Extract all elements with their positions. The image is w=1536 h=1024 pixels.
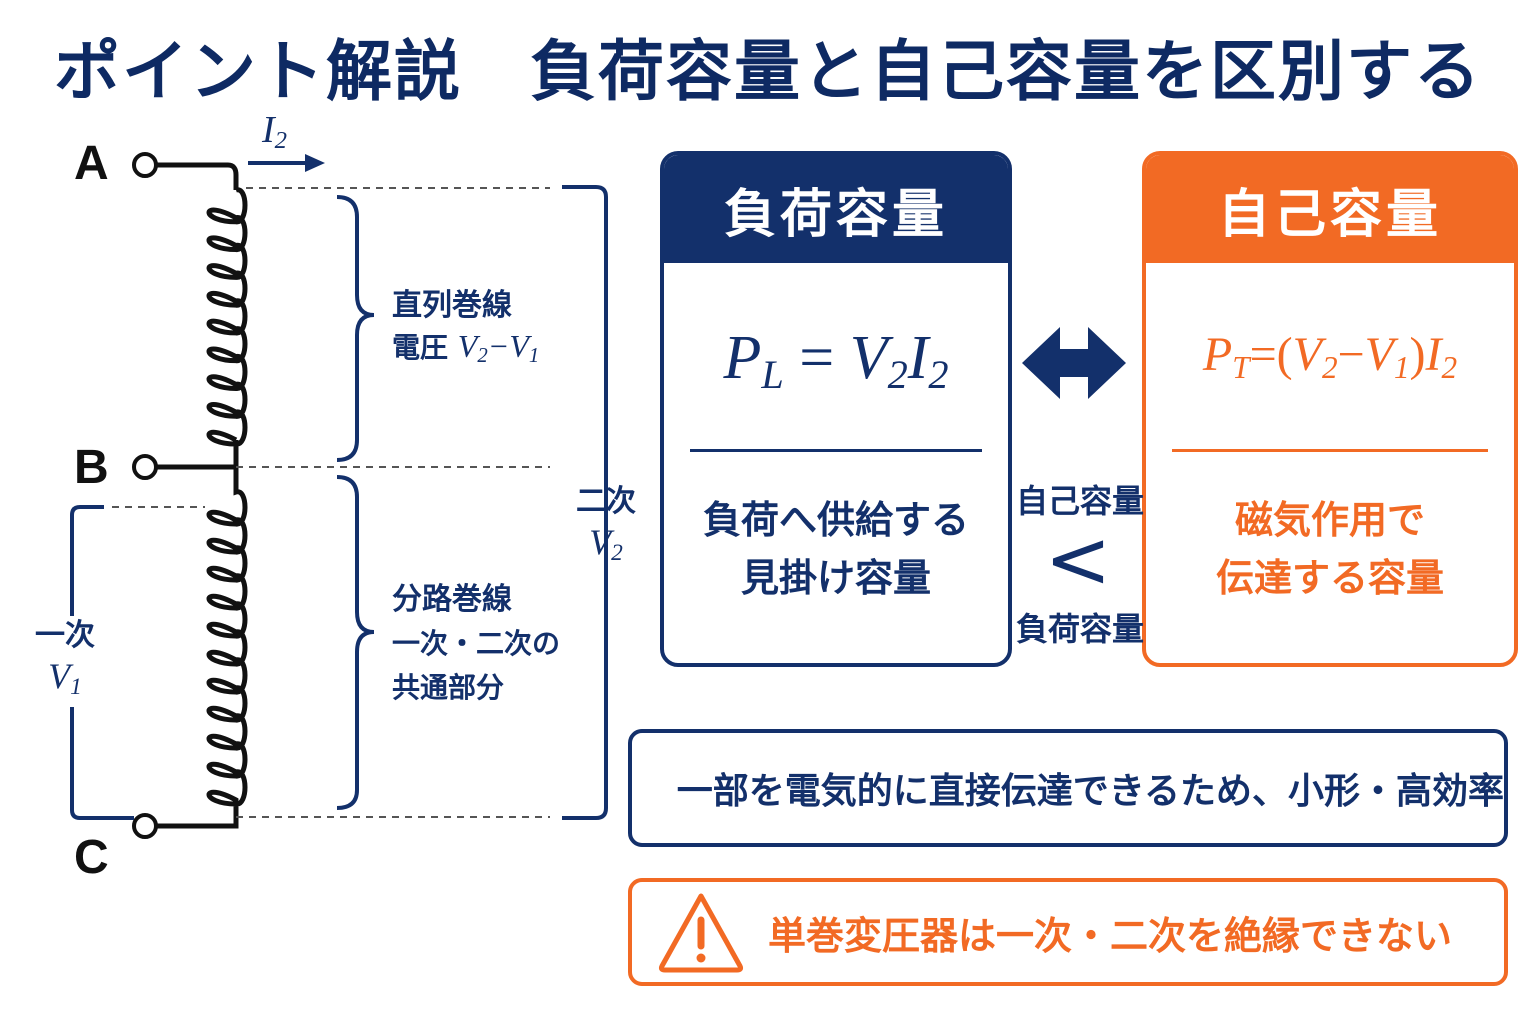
secondary-voltage: V2 [589,522,623,566]
current-arrow-head [305,154,325,172]
wire-a [156,162,239,190]
warning-box: 単巻変圧器は一次・二次を絶縁できない [628,878,1508,986]
primary-label-text: 一次 [35,618,95,653]
series-winding-note: 直列巻線 電圧 V2−V1 [392,286,539,376]
load-capacity-desc-line1: 負荷へ供給する [702,498,969,542]
lightbulb-icon [654,738,661,838]
load-capacity-divider [690,449,982,452]
double-arrow [1022,327,1126,399]
terminal-b-label: B [74,441,109,494]
load-capacity-formula: PL = V2I2 [723,324,949,398]
self-capacity-formula: PT=(V2−V1)I2 [1202,328,1458,385]
secondary-label: 二次 V2 [576,482,636,573]
page-title: ポイント解説 負荷容量と自己容量を区別する [54,33,1482,110]
self-capacity-card: 自己容量 PT=(V2−V1)I2 磁気作用で 伝達する容量 [1142,151,1518,667]
self-capacity-divider [1172,449,1488,452]
warning-text: 単巻変圧器は一次・二次を絶縁できない [768,913,1453,958]
common-winding-title: 分路巻線 [392,582,512,617]
series-winding-coil [206,187,248,467]
comparison-bottom-label: 負荷容量 [1016,610,1145,648]
terminal-a-label: A [74,137,109,190]
wire-c [156,812,239,829]
terminal-c-circle [132,813,158,839]
terminal-b-circle [132,454,158,480]
load-capacity-desc-line2: 見掛け容量 [740,556,931,600]
common-brace [336,475,375,810]
common-winding-line3: 共通部分 [392,671,505,704]
primary-label: 一次 V1 [30,616,100,707]
self-capacity-description: 磁気作用で 伝達する容量 [1146,491,1514,607]
common-winding-coil [206,467,248,812]
tip-box: 一部を電気的に直接伝達できるため、小形・高効率 [628,729,1508,847]
comparison-top-label: 自己容量 [1016,482,1145,520]
series-winding-voltage: 電圧 V2−V1 [392,328,540,368]
secondary-bracket [562,185,608,820]
load-capacity-description: 負荷へ供給する 見掛け容量 [664,491,1008,607]
secondary-label-text: 二次 [576,484,636,519]
common-winding-note: 分路巻線 一次・二次の 共通部分 [392,578,560,710]
self-capacity-desc-line1: 磁気作用で [1234,498,1425,542]
common-winding-line2: 一次・二次の [392,627,561,660]
self-capacity-header: 自己容量 [1146,155,1514,263]
current-label: I2 [262,109,287,155]
warning-icon [658,893,744,973]
self-capacity-desc-line2: 伝達する容量 [1215,556,1444,600]
terminal-c-label: C [74,831,109,884]
series-winding-title: 直列巻線 [392,288,512,323]
series-brace [336,195,375,462]
tip-text: 一部を電気的に直接伝達できるため、小形・高効率 [676,771,1504,812]
load-capacity-header: 負荷容量 [664,155,1008,263]
comparison-less-than-symbol: < [1044,513,1112,606]
load-capacity-card: 負荷容量 PL = V2I2 負荷へ供給する 見掛け容量 [660,151,1012,667]
terminal-a-circle [132,152,158,178]
primary-voltage: V1 [48,656,82,700]
